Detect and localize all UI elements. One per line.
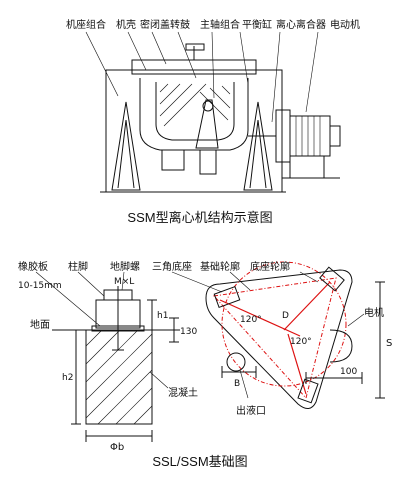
label-main-shaft: 主轴组合 [200, 18, 240, 31]
label-balance-cylinder: 平衡缸 [242, 18, 272, 31]
foundation-section-drawing [35, 271, 180, 442]
label-column-foot: 柱脚 [68, 260, 88, 273]
centrifuge-structure-drawing [85, 31, 341, 193]
clutch-pulley [275, 109, 291, 163]
motor-end [329, 125, 341, 147]
leader-line [127, 31, 147, 71]
label-s: S [386, 338, 392, 349]
label-casing: 机壳 [116, 18, 136, 31]
label-angle-2: 120° [290, 337, 312, 347]
label-d: D [282, 311, 289, 321]
foundation-circle-red [221, 261, 347, 387]
drum-hatching [159, 83, 231, 127]
sealed-cover [131, 59, 257, 75]
foundation-labels: 橡胶板 10-15mm 柱脚 地脚螺 M×L 地面 h1 130 h2 混凝土 … [18, 260, 198, 453]
tri-base-outline [205, 269, 353, 409]
leader-line [211, 31, 215, 99]
label-outlet: 出液口 [236, 404, 266, 417]
label-motor: 电动机 [330, 18, 360, 31]
leader-line [239, 31, 249, 85]
leader-line [271, 31, 281, 123]
bottom-caption: SSL/SSM基础图 [152, 454, 247, 469]
concrete-hatching [85, 329, 153, 425]
label-angle-1: 120° [240, 315, 262, 325]
label-dim-130: 130 [180, 327, 197, 337]
right-column-inner [249, 119, 267, 189]
label-base-wheel: 基础轮廓 [200, 260, 240, 273]
label-motor-bottom: 电机 [364, 306, 384, 319]
base-plan-labels: 三角底座 基础轮廓 底座轮廓 120° 120° D B S 100 电机 出液… [152, 260, 392, 417]
label-base-assembly: 机座组合 [66, 18, 106, 31]
concrete-block [85, 329, 153, 425]
right-column-foot [243, 101, 273, 191]
outlet-circle [226, 352, 246, 372]
label-rubber-plate: 橡胶板 [18, 260, 48, 273]
label-bolt-size: M×L [114, 277, 134, 287]
left-column-inner [117, 119, 135, 189]
lid-knob [185, 43, 205, 51]
corner-foot-1 [213, 286, 241, 308]
label-anchor-bolt: 地脚螺 [110, 260, 140, 273]
corner-foot-3 [297, 378, 319, 404]
top-labels: 机座组合 机壳 密闭盖 转鼓 主轴组合 平衡缸 离心离合器 电动机 [66, 18, 360, 31]
center-line-2 [283, 281, 331, 331]
label-clutch: 离心离合器 [276, 18, 326, 31]
machine-casing [139, 78, 249, 151]
leader-line [151, 31, 167, 65]
label-phi-b: Φb [110, 442, 124, 453]
triangular-base-plan [171, 261, 385, 409]
left-column-foot [111, 101, 141, 191]
leader-line [305, 31, 319, 113]
label-b: B [234, 379, 240, 389]
label-h1: h1 [157, 311, 168, 321]
bottom-outlet [161, 150, 185, 171]
label-drum: 转鼓 [170, 18, 190, 31]
motor-pad [329, 329, 353, 363]
label-sealed-cover: 密闭盖 [140, 18, 170, 31]
corner-foot-2 [319, 266, 345, 292]
main-shaft-housing [199, 149, 217, 175]
motor-base [289, 155, 325, 179]
leader-line [85, 31, 119, 97]
rotor-drum [155, 82, 235, 141]
center-line-1 [219, 299, 301, 337]
top-caption: SSM型离心机结构示意图 [127, 210, 272, 225]
label-dim-100: 100 [340, 367, 357, 377]
label-concrete: 混凝土 [168, 386, 198, 399]
foundation-outline-red [213, 277, 337, 400]
label-base-outline: 底座轮廓 [250, 260, 290, 273]
label-rubber-thickness: 10-15mm [18, 281, 62, 291]
label-ground: 地面 [30, 318, 50, 331]
label-tri-base: 三角底座 [152, 260, 192, 273]
label-h2: h2 [62, 373, 73, 383]
main-shaft-cone [195, 99, 219, 149]
shaft-top [202, 100, 214, 112]
leader-line [177, 31, 197, 79]
